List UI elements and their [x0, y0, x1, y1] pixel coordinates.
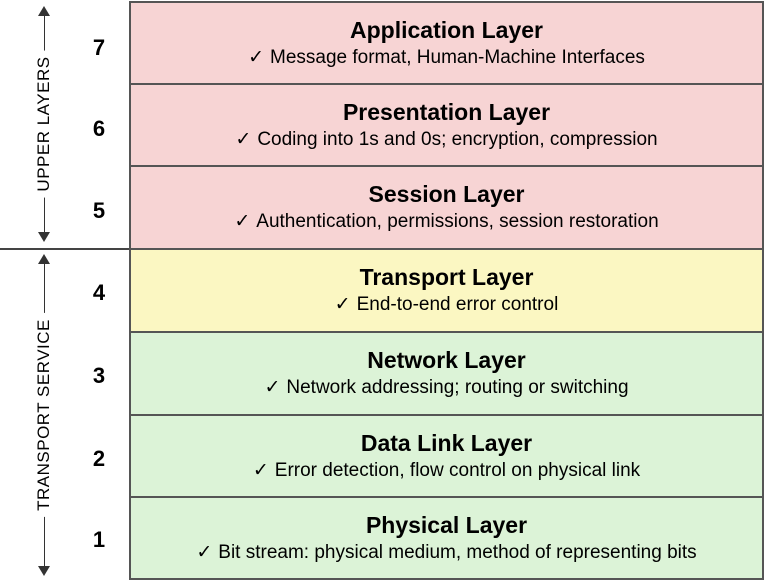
layer-description: ✓Authentication, permissions, session re… — [234, 211, 659, 232]
layer-box-network: Network Layer ✓Network addressing; routi… — [129, 331, 764, 416]
check-icon: ✓ — [252, 460, 269, 481]
layer-box-application: Application Layer ✓Message format, Human… — [129, 1, 764, 85]
transport-service-label: TRANSPORT SERVICE — [34, 313, 54, 517]
transport-service-bracket: TRANSPORT SERVICE — [0, 250, 70, 581]
layer-number: 3 — [92, 363, 106, 388]
check-icon: ✓ — [196, 542, 213, 563]
layer-description: ✓Message format, Human-Machine Interface… — [248, 47, 645, 68]
upper-layers-label: UPPER LAYERS — [34, 50, 54, 198]
check-icon: ✓ — [234, 211, 251, 232]
layer-box-session: Session Layer ✓Authentication, permissio… — [129, 165, 764, 250]
check-icon: ✓ — [334, 294, 351, 315]
layer-description: ✓End-to-end error control — [334, 294, 559, 315]
layer-number: 6 — [92, 116, 106, 141]
layer-description: ✓Bit stream: physical medium, method of … — [196, 542, 697, 563]
arrow-down-icon — [38, 566, 50, 576]
layer-title: Physical Layer — [365, 512, 528, 538]
layer-title: Session Layer — [368, 181, 525, 207]
layer-description: ✓Network addressing; routing or switchin… — [264, 377, 629, 398]
layer-box-data-link: Data Link Layer ✓Error detection, flow c… — [129, 414, 764, 498]
arrow-down-icon — [38, 232, 50, 242]
layer-title: Application Layer — [350, 17, 543, 43]
layer-title: Presentation Layer — [342, 99, 551, 125]
check-icon: ✓ — [235, 129, 252, 150]
upper-layers-bracket: UPPER LAYERS — [0, 0, 70, 248]
layer-number: 4 — [92, 280, 106, 305]
layer-box-transport: Transport Layer ✓End-to-end error contro… — [129, 248, 764, 333]
layer-description: ✓Coding into 1s and 0s; encryption, comp… — [235, 129, 658, 150]
check-icon: ✓ — [264, 377, 281, 398]
layer-number: 1 — [92, 527, 106, 552]
layer-title: Network Layer — [367, 347, 526, 373]
layer-number: 2 — [92, 446, 106, 471]
layer-number: 5 — [92, 198, 106, 223]
group-divider — [0, 248, 130, 250]
arrow-up-icon — [38, 6, 50, 16]
layer-box-physical: Physical Layer ✓Bit stream: physical med… — [129, 496, 764, 580]
check-icon: ✓ — [248, 47, 265, 68]
layer-description: ✓Error detection, flow control on physic… — [252, 460, 641, 481]
arrow-up-icon — [38, 254, 50, 264]
layer-box-presentation: Presentation Layer ✓Coding into 1s and 0… — [129, 83, 764, 167]
layer-title: Data Link Layer — [360, 430, 533, 456]
layer-number: 7 — [92, 35, 106, 60]
layer-title: Transport Layer — [359, 264, 534, 290]
